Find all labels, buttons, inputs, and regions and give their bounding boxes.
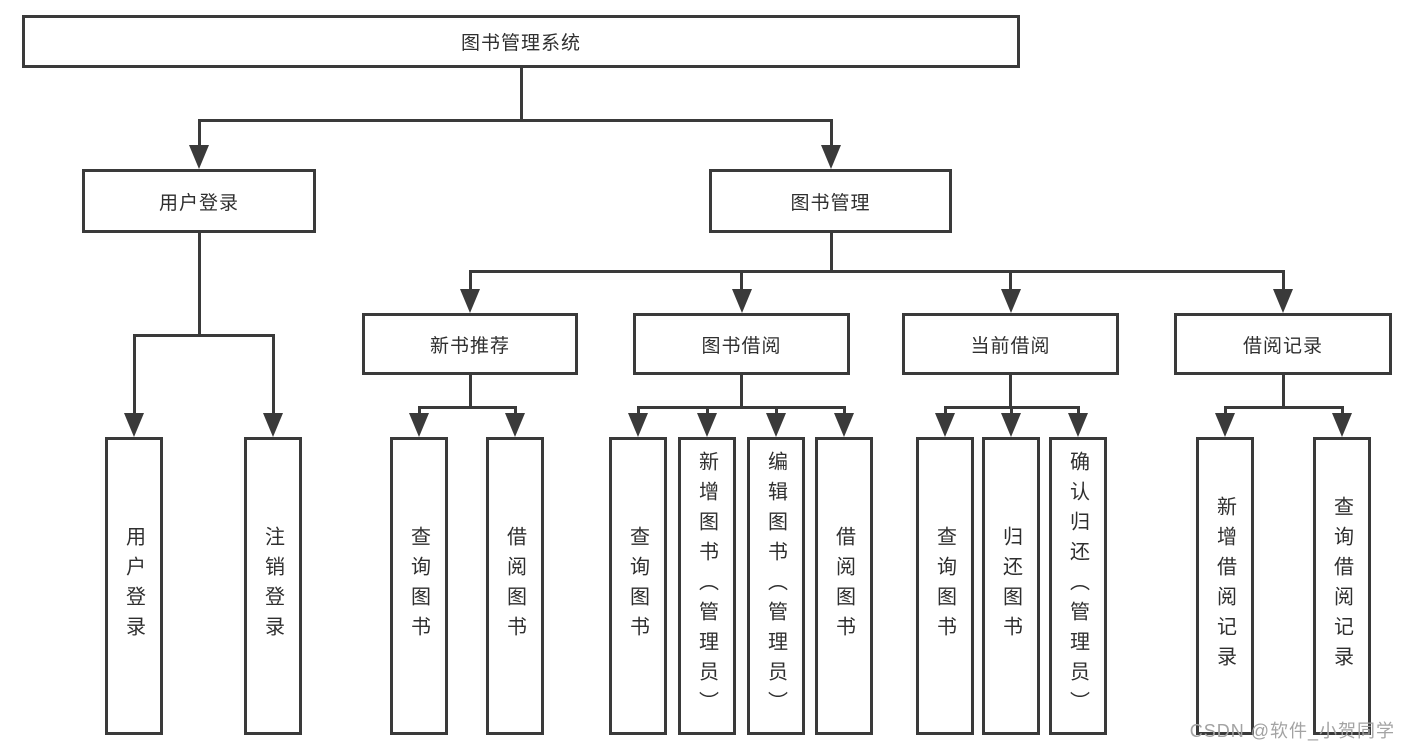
leaf-records-query-record: 查询借阅记录 (1313, 437, 1371, 735)
leaf-recommend-query-books: 查询图书 (390, 437, 448, 735)
leaf-current-confirm-return-admin-label: 确认归还（管理员） (1066, 451, 1089, 721)
leaf-borrowing-query-books-label: 查询图书 (626, 526, 649, 646)
leaf-user-login: 用户登录 (105, 437, 163, 735)
leaf-borrowing-add-books-admin: 新增图书（管理员） (678, 437, 736, 735)
line-segment (1223, 406, 1344, 409)
line-segment (417, 406, 517, 409)
leaf-user-login-label: 用户登录 (122, 526, 145, 646)
leaf-recommend-borrow-books: 借阅图书 (486, 437, 544, 735)
node-book-borrowing: 图书借阅 (633, 313, 850, 375)
line-segment (132, 334, 136, 415)
node-root-label: 图书管理系统 (460, 33, 581, 54)
node-current-borrowing-label: 当前借阅 (970, 335, 1051, 357)
line-segment (468, 375, 472, 409)
line-segment (513, 406, 517, 415)
arrowhead-down-icon (1215, 413, 1235, 437)
arrowhead-down-icon (935, 413, 955, 437)
leaf-borrowing-edit-books-admin-label: 编辑图书（管理员） (764, 451, 787, 721)
line-segment (519, 68, 523, 122)
leaf-borrowing-borrow-books-label: 借阅图书 (832, 526, 855, 646)
arrowhead-down-icon (505, 413, 525, 437)
arrowhead-down-icon (409, 413, 429, 437)
leaf-records-add-record-label: 新增借阅记录 (1213, 496, 1236, 676)
leaf-records-query-record-label: 查询借阅记录 (1330, 496, 1353, 676)
line-segment (1009, 375, 1012, 409)
arrowhead-down-icon (1332, 413, 1352, 437)
line-segment (636, 406, 640, 415)
arrowhead-down-icon (628, 413, 648, 437)
line-segment (740, 375, 743, 409)
leaf-records-add-record: 新增借阅记录 (1196, 437, 1254, 735)
node-user-login: 用户登录 (82, 169, 316, 233)
node-root: 图书管理系统 (22, 15, 1020, 68)
leaf-recommend-query-books-label: 查询图书 (407, 526, 430, 646)
arrowhead-down-icon (460, 289, 480, 313)
line-segment (842, 406, 846, 415)
leaf-current-confirm-return-admin: 确认归还（管理员） (1049, 437, 1107, 735)
leaf-current-return-books: 归还图书 (982, 437, 1040, 735)
leaf-current-query-books-label: 查询图书 (933, 526, 956, 646)
arrowhead-down-icon (263, 413, 283, 437)
line-segment (943, 406, 947, 415)
leaf-borrowing-borrow-books: 借阅图书 (815, 437, 873, 735)
leaf-current-return-books-label: 归还图书 (999, 526, 1022, 646)
arrowhead-down-icon (834, 413, 854, 437)
arrowhead-down-icon (189, 145, 209, 169)
node-user-login-label: 用户登录 (158, 192, 239, 214)
node-new-book-recommend-label: 新书推荐 (429, 335, 510, 357)
line-segment (1076, 406, 1080, 415)
leaf-current-query-books: 查询图书 (916, 437, 974, 735)
leaf-borrowing-edit-books-admin: 编辑图书（管理员） (747, 437, 805, 735)
leaf-borrowing-query-books: 查询图书 (609, 437, 667, 735)
node-book-borrowing-label: 图书借阅 (701, 335, 782, 357)
line-segment (132, 334, 275, 337)
arrowhead-down-icon (821, 145, 841, 169)
line-segment (468, 270, 1283, 273)
node-book-management: 图书管理 (709, 169, 952, 233)
line-segment (1340, 406, 1344, 415)
node-book-management-label: 图书管理 (790, 192, 871, 214)
line-segment (829, 119, 833, 149)
line-segment (1223, 406, 1227, 415)
arrowhead-down-icon (731, 289, 752, 313)
line-segment (774, 406, 778, 415)
leaf-logout: 注销登录 (244, 437, 302, 735)
line-segment (468, 270, 472, 292)
line-segment (636, 406, 846, 409)
line-segment (705, 406, 709, 415)
line-segment (829, 233, 833, 273)
line-segment (1009, 406, 1013, 415)
node-borrowing-records: 借阅记录 (1174, 313, 1392, 375)
arrowhead-down-icon (1273, 289, 1293, 313)
leaf-recommend-borrow-books-label: 借阅图书 (503, 526, 526, 646)
arrowhead-down-icon (124, 413, 144, 437)
line-segment (197, 119, 201, 149)
line-segment (271, 334, 275, 415)
line-segment (1281, 375, 1285, 409)
watermark: CSDN @软件_小贺同学 (1189, 721, 1395, 741)
line-segment (740, 270, 743, 292)
line-segment (1009, 270, 1012, 292)
arrowhead-down-icon (1000, 289, 1021, 313)
line-segment (1281, 270, 1285, 292)
arrowhead-down-icon (766, 413, 786, 437)
leaf-borrowing-add-books-admin-label: 新增图书（管理员） (695, 451, 718, 721)
arrowhead-down-icon (1068, 413, 1088, 437)
line-segment (417, 406, 421, 415)
arrowhead-down-icon (697, 413, 717, 437)
line-segment (197, 233, 201, 337)
arrowhead-down-icon (1001, 413, 1021, 437)
node-current-borrowing: 当前借阅 (902, 313, 1119, 375)
node-new-book-recommend: 新书推荐 (362, 313, 578, 375)
line-segment (197, 119, 833, 122)
leaf-logout-label: 注销登录 (261, 526, 284, 646)
node-borrowing-records-label: 借阅记录 (1242, 335, 1323, 357)
